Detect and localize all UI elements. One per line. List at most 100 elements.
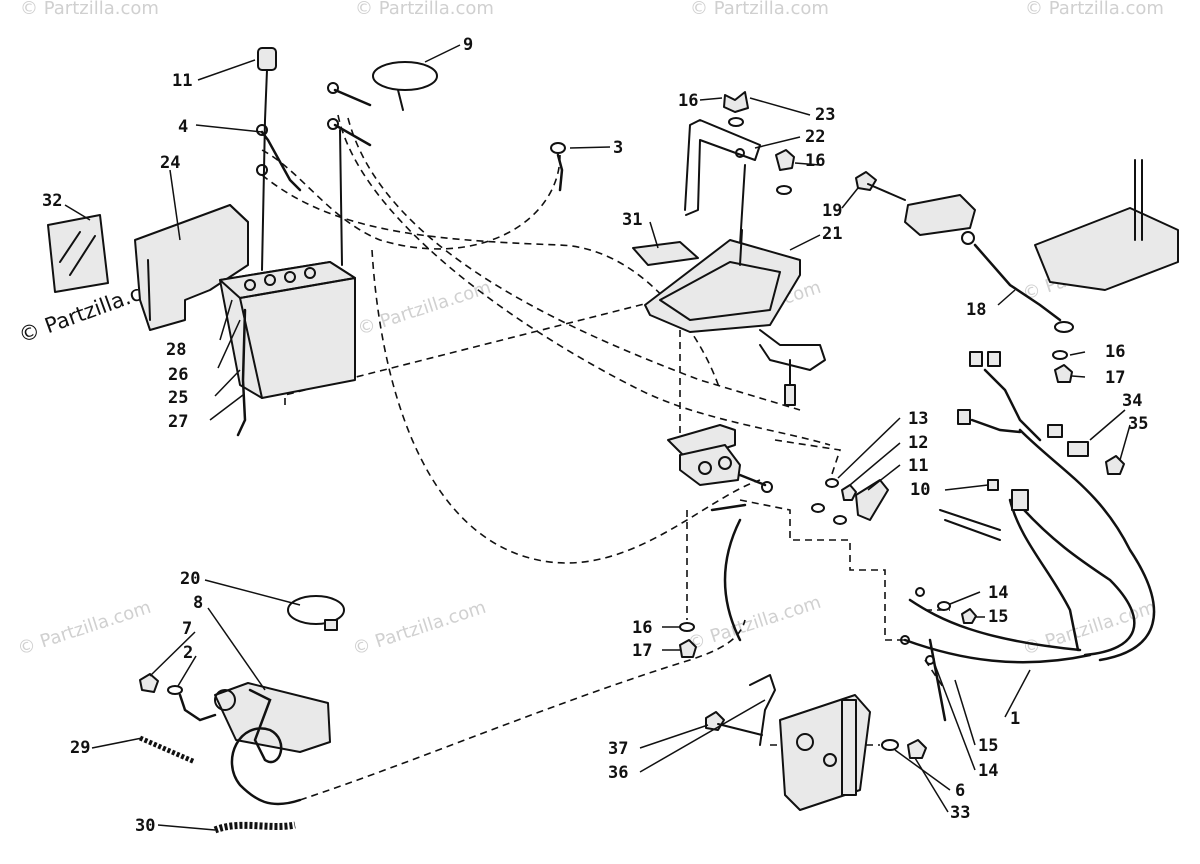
callout-29: 29 — [70, 738, 90, 758]
callout-15: 15 — [978, 736, 998, 756]
ground-wire — [178, 693, 217, 722]
callout-16: 16 — [805, 151, 825, 171]
callout-36: 36 — [608, 763, 628, 783]
callout-15: 15 — [988, 607, 1008, 627]
washer — [1052, 350, 1068, 360]
rear-panel — [1034, 159, 1179, 291]
washer — [937, 601, 951, 611]
callout-26: 26 — [168, 365, 188, 385]
callout-16: 16 — [678, 91, 698, 111]
washer — [825, 478, 839, 488]
callout-17: 17 — [1105, 368, 1125, 388]
ground-wire — [550, 142, 566, 192]
washer — [833, 515, 847, 525]
watermark-text: © Partzilla.com — [685, 592, 824, 655]
callout-30: 30 — [135, 816, 155, 836]
solenoid-wire — [710, 503, 747, 512]
callout-35: 35 — [1128, 414, 1148, 434]
washer — [811, 503, 825, 513]
cdi-module — [214, 682, 331, 806]
callout-34: 34 — [1122, 391, 1142, 411]
callout-28: 28 — [166, 340, 186, 360]
solenoid-wire — [723, 518, 742, 642]
callout-16: 16 — [632, 618, 652, 638]
hex-nut — [679, 639, 697, 658]
cable-ring-terminal — [256, 124, 268, 136]
wiring-harness — [900, 351, 1156, 722]
callout-31: 31 — [622, 210, 642, 230]
callout-3: 3 — [613, 138, 623, 158]
callout-2: 2 — [183, 643, 193, 663]
callout-10: 10 — [910, 480, 930, 500]
wing-nut — [723, 91, 749, 127]
battery-vent-tube — [236, 308, 247, 437]
washer — [679, 622, 695, 632]
callout-18: 18 — [966, 300, 986, 320]
callout-16: 16 — [1105, 342, 1125, 362]
watermark-text: © Partzilla.com — [20, 0, 159, 19]
callout-14: 14 — [988, 583, 1008, 603]
callout-20: 20 — [180, 569, 200, 589]
terminal-boot — [855, 479, 889, 521]
hex-nut — [841, 484, 857, 501]
watermark-layer: © Partzilla.com © Partzilla.com © Partzi… — [15, 0, 1164, 660]
watermark-text: © Partzilla.com — [355, 0, 494, 19]
washer — [881, 739, 899, 751]
wire-loom-sleeve — [139, 735, 196, 765]
washer — [167, 685, 183, 695]
mounting-bolt — [855, 171, 906, 201]
callout-17: 17 — [632, 641, 652, 661]
battery-cable-positive — [333, 88, 372, 107]
watermark-text: © Partzilla.com — [1020, 597, 1159, 660]
washer — [776, 185, 792, 195]
callout-14: 14 — [978, 761, 998, 781]
cable-ring-terminal — [256, 164, 268, 176]
callout-leaders — [64, 44, 1131, 831]
starter-solenoid — [667, 424, 773, 493]
hex-nut — [1054, 364, 1073, 383]
wire-loom-sleeve — [213, 821, 296, 834]
taillight-bracket — [904, 194, 1074, 333]
solenoid-bracket — [644, 229, 826, 406]
watermark-text: © Partzilla.com — [350, 597, 489, 660]
hex-nut — [961, 608, 977, 624]
callout-21: 21 — [822, 224, 842, 244]
battery-box — [134, 204, 249, 331]
callout-9: 9 — [463, 35, 473, 55]
solenoid-mounting-bracket — [684, 119, 761, 246]
callout-13: 13 — [908, 409, 928, 429]
callout-33: 33 — [950, 803, 970, 823]
callout-8: 8 — [193, 593, 203, 613]
callout-7: 7 — [182, 619, 192, 639]
battery-hold-down-strap — [372, 61, 438, 111]
mounting-plate — [779, 694, 871, 811]
callout-11: 11 — [172, 71, 192, 91]
callout-37: 37 — [608, 739, 628, 759]
kill-switch-bracket — [705, 674, 776, 746]
solenoid-pad — [632, 241, 699, 266]
callout-6: 6 — [955, 781, 965, 801]
callout-27: 27 — [168, 412, 188, 432]
callout-labels: 11 4 9 3 24 32 16 23 22 16 19 31 21 18 1… — [42, 35, 1148, 836]
watermark-text: © Partzilla.com — [15, 597, 154, 660]
callout-24: 24 — [160, 153, 180, 173]
callout-4: 4 — [178, 117, 188, 137]
brake-light-switch — [1067, 441, 1125, 475]
battery-cover-plate — [47, 214, 109, 293]
hex-nut — [907, 739, 927, 759]
callout-1: 1 — [1010, 709, 1020, 729]
callout-11: 11 — [908, 456, 928, 476]
battery-cable-positive — [333, 123, 372, 147]
hex-nut — [775, 149, 795, 171]
hose-clamp — [287, 595, 345, 631]
callout-19: 19 — [822, 201, 842, 221]
callout-25: 25 — [168, 388, 188, 408]
callout-32: 32 — [42, 191, 62, 211]
watermark-text: © Partzilla.com — [1025, 0, 1164, 19]
hex-nut — [139, 673, 159, 693]
watermark-text: © Partzilla.com — [690, 0, 829, 19]
callout-12: 12 — [908, 433, 928, 453]
callout-23: 23 — [815, 105, 835, 125]
